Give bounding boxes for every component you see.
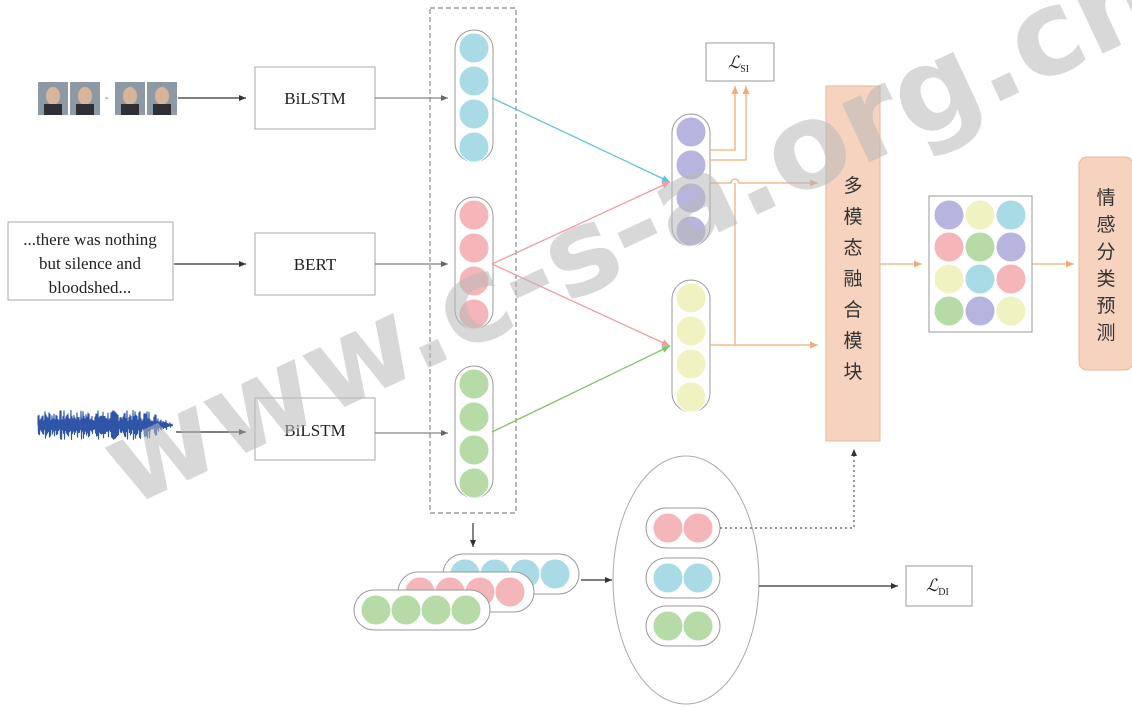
video-feature-node-1 bbox=[459, 33, 489, 63]
private-feature-node-2 bbox=[676, 316, 706, 346]
prediction-chars-char-3: 分 bbox=[1096, 241, 1115, 263]
fusion-chars-char-7: 块 bbox=[843, 361, 862, 383]
fusion-chars-char-5: 合 bbox=[843, 299, 862, 321]
fused-grid-node-r4c3 bbox=[996, 296, 1026, 326]
fused-grid-node-r1c2 bbox=[965, 200, 995, 230]
fusion-chars-char-2: 模 bbox=[843, 206, 862, 228]
arrow-audio-to-private bbox=[492, 346, 670, 432]
audio-sequence-node-1 bbox=[361, 595, 391, 625]
prediction-chars-char-4: 类 bbox=[1096, 268, 1115, 290]
fused-grid-node-r4c2 bbox=[965, 296, 995, 326]
fusion-chars-char-3: 态 bbox=[843, 237, 862, 259]
fused-grid-node-r2c3 bbox=[996, 232, 1026, 262]
fusion-chars-char-4: 融 bbox=[843, 268, 862, 290]
fused-grid-node-r3c3 bbox=[996, 264, 1026, 294]
prediction-chars-char-6: 测 bbox=[1096, 322, 1115, 344]
prediction-chars-char-1: 情 bbox=[1096, 187, 1115, 209]
pair-text-node-2 bbox=[683, 513, 713, 543]
text-encoder-label: BERT bbox=[294, 255, 337, 274]
face-frame-3 bbox=[115, 82, 145, 115]
audio-sequence-node-2 bbox=[391, 595, 421, 625]
video-sequence-node-4 bbox=[540, 559, 570, 589]
fused-grid-node-r2c1 bbox=[934, 232, 964, 262]
video-feature-node-4 bbox=[459, 132, 489, 162]
fused-grid-node-r3c1 bbox=[934, 264, 964, 294]
frame-ellipsis: - bbox=[105, 93, 108, 104]
text-input-line3: bloodshed... bbox=[49, 278, 132, 297]
audio-feature-node-2 bbox=[459, 402, 489, 432]
video-feature-node-2 bbox=[459, 66, 489, 96]
text-input-line2: but silence and bbox=[39, 254, 141, 273]
private-feature-node-3 bbox=[676, 349, 706, 379]
fusion-chars-char-6: 模 bbox=[843, 330, 862, 352]
text-sequence-node-4 bbox=[495, 577, 525, 607]
video-input-frames: - bbox=[38, 82, 177, 115]
face-frame-2 bbox=[70, 82, 100, 115]
private-feature-node-1 bbox=[676, 283, 706, 313]
text-input-line1: ...there was nothing bbox=[23, 230, 157, 249]
audio-feature-node-3 bbox=[459, 435, 489, 465]
fused-grid-node-r1c1 bbox=[934, 200, 964, 230]
fused-grid-node-r2c2 bbox=[965, 232, 995, 262]
fused-grid-node-r1c3 bbox=[996, 200, 1026, 230]
pair-audio-node-1 bbox=[653, 611, 683, 641]
fused-grid-node-r3c2 bbox=[965, 264, 995, 294]
audio-sequence-node-4 bbox=[451, 595, 481, 625]
audio-feature-node-4 bbox=[459, 468, 489, 498]
loss-di-box bbox=[906, 566, 972, 606]
prediction-chars-char-5: 预 bbox=[1096, 295, 1115, 317]
pair-text-node-1 bbox=[653, 513, 683, 543]
pair-video-node-1 bbox=[653, 563, 683, 593]
face-frame-1 bbox=[38, 82, 68, 115]
face-frame-4 bbox=[147, 82, 177, 115]
video-encoder-label: BiLSTM bbox=[284, 89, 345, 108]
video-feature-node-3 bbox=[459, 99, 489, 129]
prediction-chars-char-2: 感 bbox=[1096, 214, 1115, 236]
fused-grid-node-r4c1 bbox=[934, 296, 964, 326]
pair-video-node-2 bbox=[683, 563, 713, 593]
audio-sequence-node-3 bbox=[421, 595, 451, 625]
pair-audio-node-2 bbox=[683, 611, 713, 641]
private-feature-node-4 bbox=[676, 382, 706, 412]
